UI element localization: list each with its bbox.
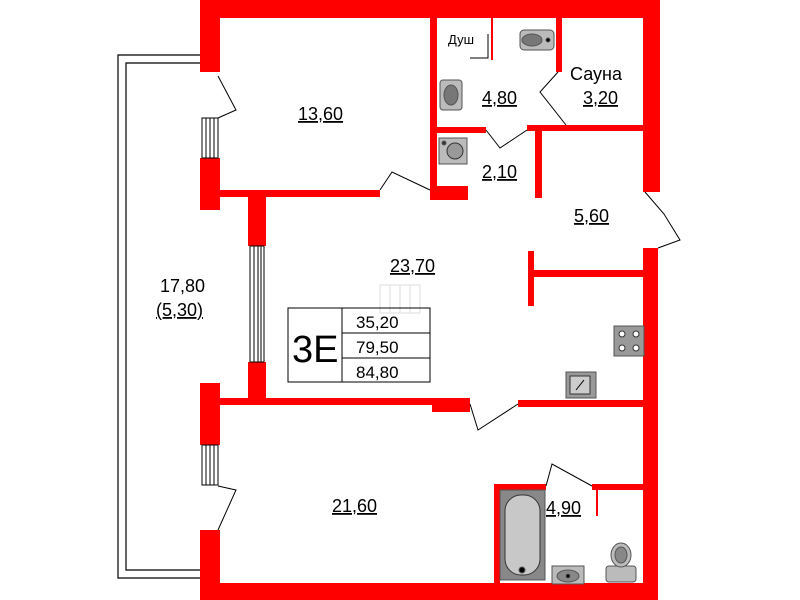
balcony-reduced-area: (5,30) [156,300,203,320]
wall-left-2 [200,158,220,210]
wall-left-4 [200,530,220,600]
wall-kitchen-h [528,270,646,277]
shower-label: Душ [448,32,474,47]
wall-bath2-top-right [592,484,646,490]
apartment-code: 3Е [292,329,338,371]
wall-left-1 [200,0,220,72]
hall-5-60-area: 5,60 [574,206,609,226]
fixtures [379,29,645,585]
stove-icon [613,325,645,357]
bath-4-80-area: 4,80 [482,88,517,108]
wall-kitchen-v [528,251,534,306]
door-bath [485,129,528,149]
wall-right-lower [643,248,658,590]
door-balcony-top [217,75,237,119]
wall-living-left-top [248,196,266,246]
windows [201,117,265,486]
wall-living-left-bot [248,362,266,402]
door-bedroom [469,403,519,431]
wall-shower-sep [491,18,493,60]
room-13-60-area: 13,60 [298,104,343,124]
total-with-balcony-value: 84,80 [356,363,399,382]
wall-right-upper [643,0,660,192]
wall-bath-bottom-left [430,127,486,133]
bedroom-21-60-area: 21,60 [332,496,377,516]
balcony [117,54,200,579]
sauna-label: Сауна [570,64,623,84]
wall-v-1360 [430,0,437,192]
wall-bath-bottom-right [527,125,647,131]
living-23-70-area: 23,70 [390,256,435,276]
sink2-icon [551,565,585,585]
wall-left-3 [200,383,220,445]
doors [217,71,681,531]
wall-h-bedroom-right [518,400,646,407]
toilet2-icon [605,542,637,583]
wall-bath2-left [494,486,500,586]
wall-h-bedroom-stub [432,398,470,412]
wall-h-1360 [200,190,380,197]
wall-stub-2-10 [430,186,468,200]
wall-bottom [200,583,658,600]
door-1360 [379,171,431,191]
wall-bath2-mid [596,486,598,516]
stairs-icon [379,284,421,314]
window-living [249,245,265,363]
laundry-2-10-area: 2,10 [482,162,517,182]
sauna-area: 3,20 [583,88,618,108]
shower-icon [470,34,489,59]
living-area-value: 35,20 [356,313,399,332]
door-entrance [644,191,681,249]
toilet-icon [519,29,555,51]
balcony-area: 17,80 [160,276,205,296]
walls [200,0,660,600]
wall-sauna-left [556,12,562,72]
door-sauna [539,71,567,126]
bath2-4-90-area: 4,90 [546,498,581,518]
wall-bath2-top [494,484,546,490]
bathtub-icon [499,489,546,581]
wall-210-560 [535,128,542,198]
door-balcony-bottom [217,485,237,531]
door-bath2 [545,463,593,487]
kitchen-sink-icon [565,371,597,399]
washing-machine-icon [438,137,468,165]
total-area-value: 79,50 [356,338,399,357]
sink-icon [439,79,463,111]
summary-box [287,307,431,383]
wall-h-bedroom-left [200,398,462,405]
